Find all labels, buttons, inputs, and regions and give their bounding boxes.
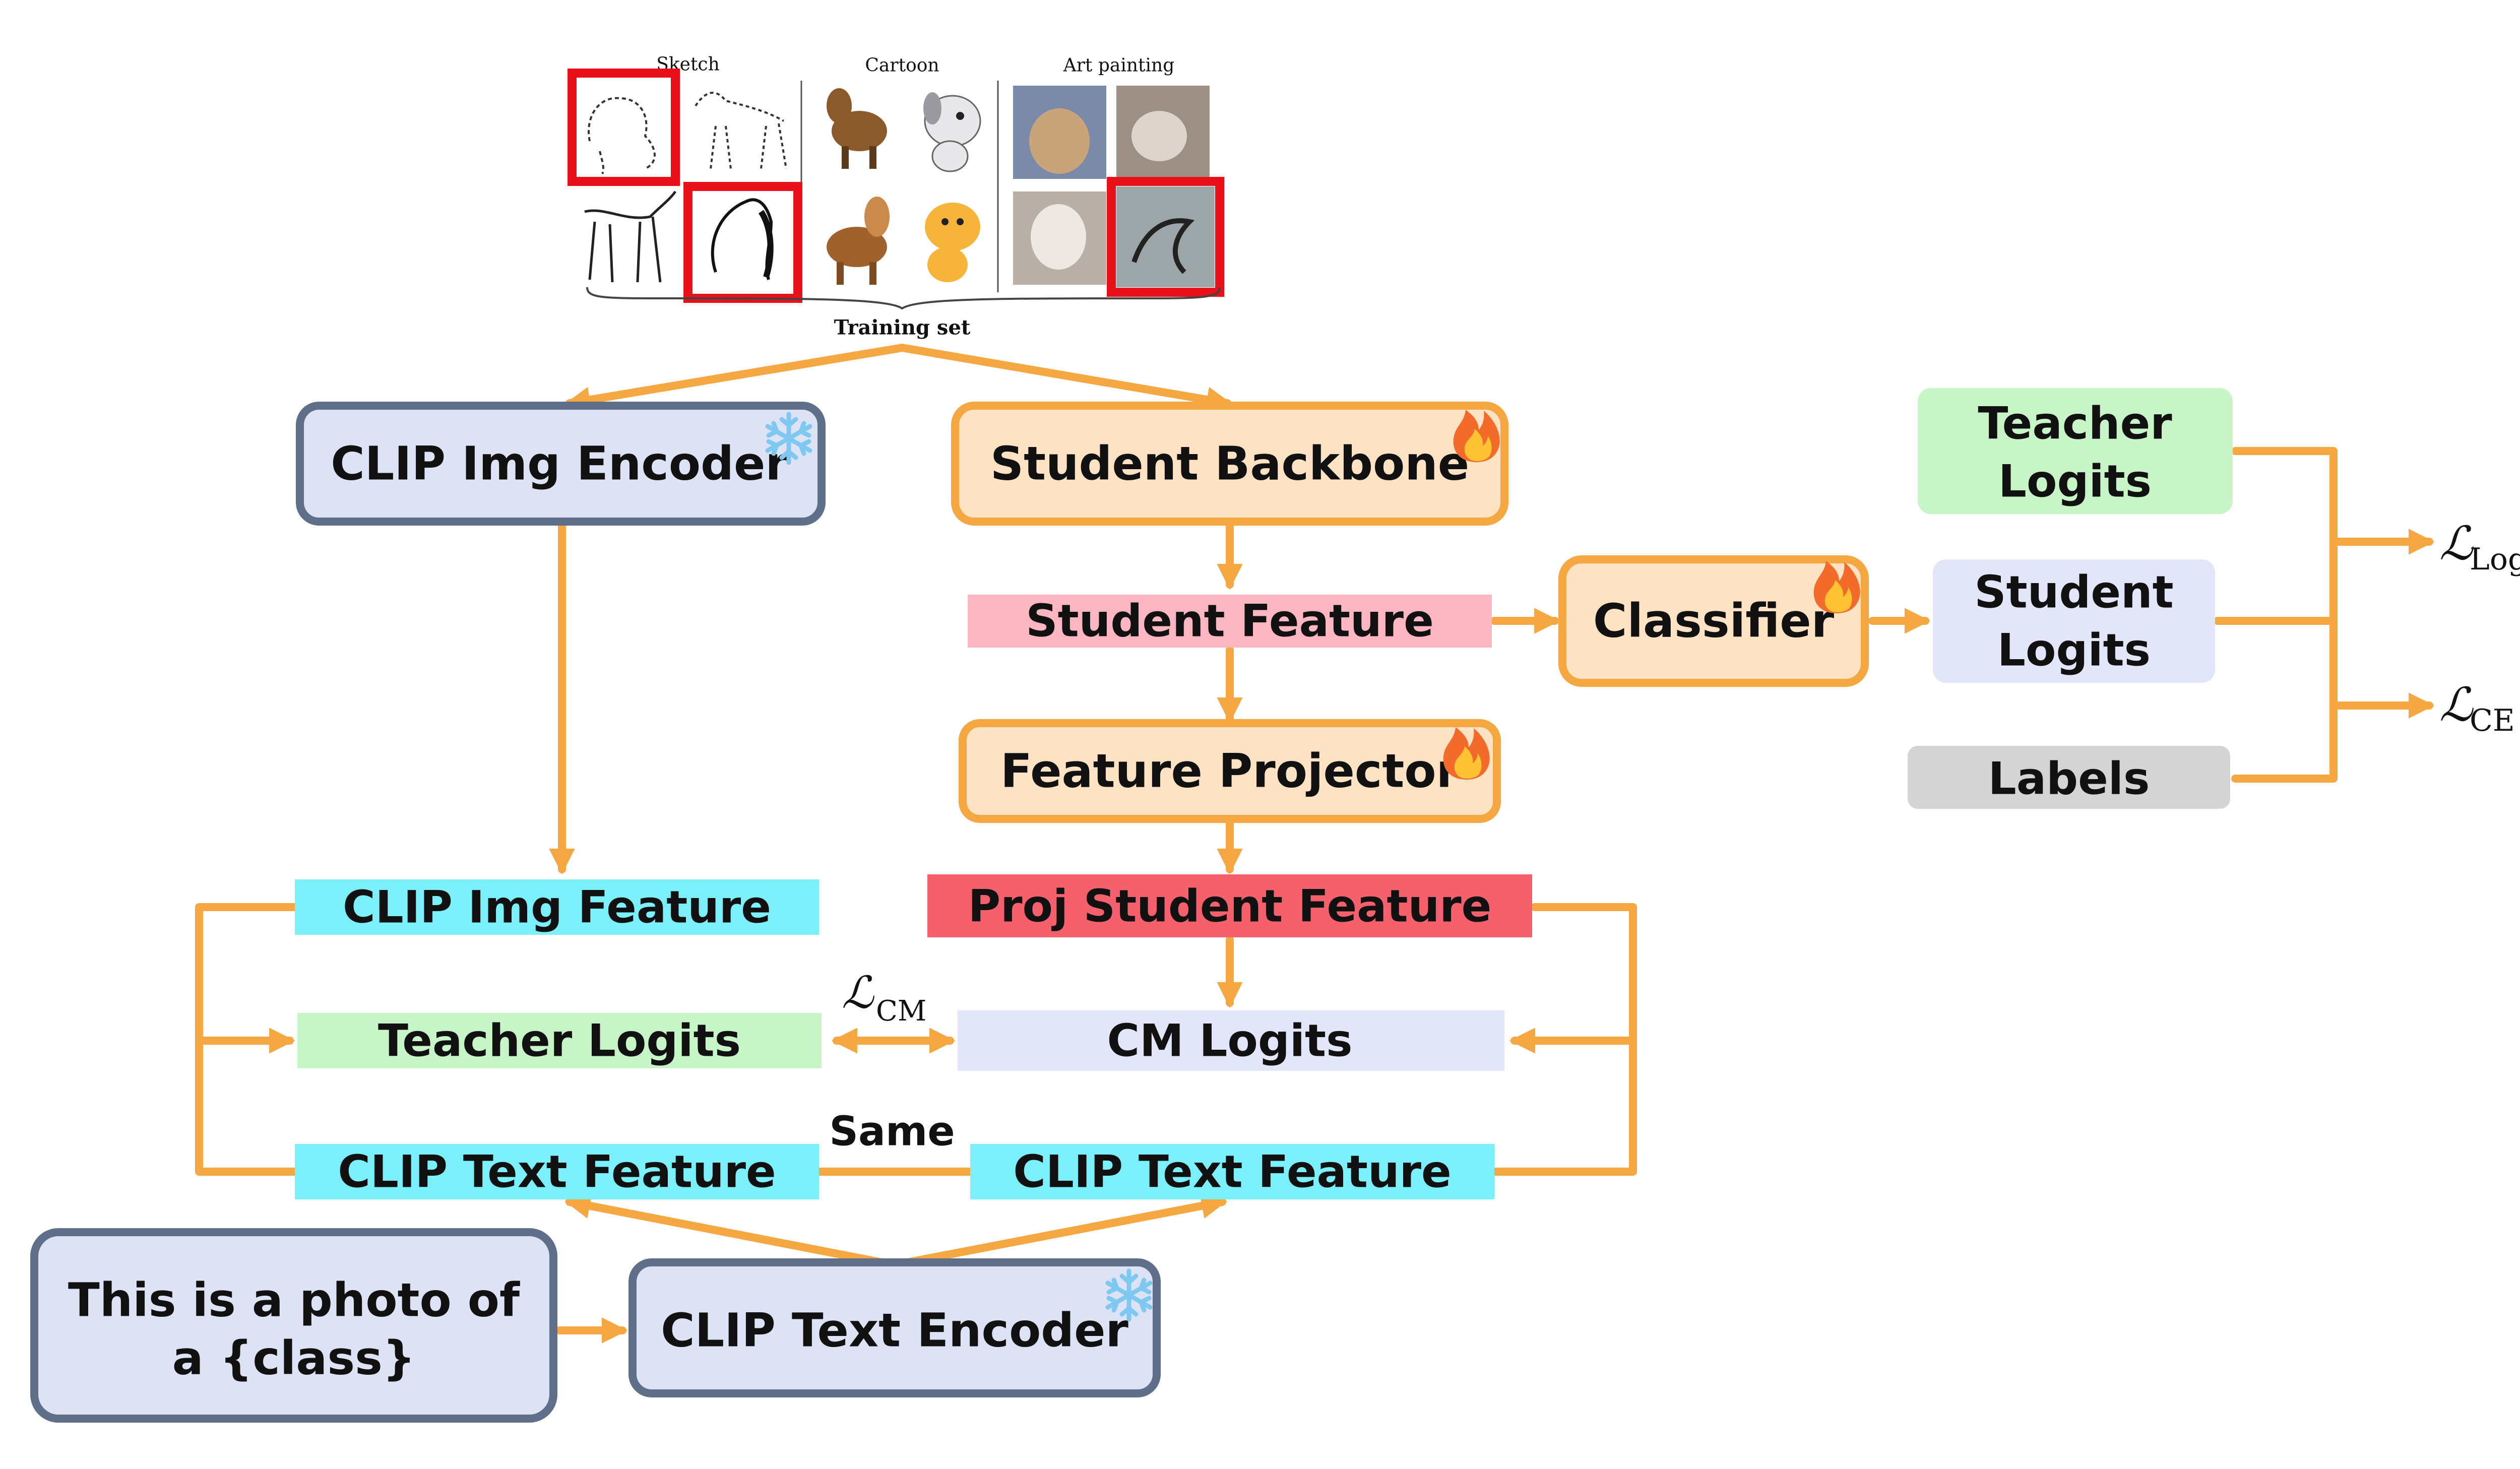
art-painting-header: Art painting [1063, 55, 1175, 76]
loss-ce-symbol: ℒ [2439, 678, 2474, 732]
classifier-label: Classifier [1593, 594, 1835, 648]
highlight-box-sketch-1 [568, 69, 680, 186]
loss-cm-subscript: CM [876, 995, 926, 1028]
feature-projector-box: Feature Projector [959, 719, 1501, 823]
student-logits-label-line2: Logits [1997, 624, 2151, 676]
teacher-logits-box: Teacher Logits [1918, 388, 2233, 514]
teacher-logits-label-line1: Teacher [1978, 398, 2172, 450]
sketch-dog-image [572, 73, 675, 181]
student-feature-box: Student Feature [968, 595, 1492, 648]
labels-box: Labels [1908, 746, 2230, 809]
student-feature-label: Student Feature [1026, 595, 1434, 647]
cm-logits-box: CM Logits [958, 1010, 1504, 1071]
clip-text-feature-left-label: CLIP Text Feature [338, 1146, 776, 1198]
prompt-box: This is a photo of a {class} [30, 1228, 557, 1423]
cartoon-dog-image [923, 92, 981, 172]
feature-projector-label: Feature Projector [1000, 744, 1460, 798]
same-label: Same [829, 1108, 955, 1155]
cartoon-horse-image [827, 88, 887, 169]
training-set-caption: Training set [834, 316, 971, 340]
student-backbone-box: Student Backbone [951, 402, 1508, 526]
clip-img-encoder-box: CLIP Img Encoder [296, 402, 826, 526]
clip-img-feature-box: CLIP Img Feature [295, 879, 819, 935]
loss-logits-symbol: ℒ [2439, 517, 2474, 570]
clip-text-feature-right-box: CLIP Text Feature [970, 1144, 1494, 1199]
teacher-logits-left-box: Teacher Logits [297, 1013, 822, 1068]
cartoon-puppy-image [925, 203, 980, 282]
sketch-horse-image [695, 92, 787, 169]
loss-logits-subscript: Logits [2470, 542, 2520, 577]
student-logits-box: Student Logits [1933, 559, 2215, 683]
teacher-logits-label-line2: Logits [1998, 456, 2152, 507]
labels-label: Labels [1988, 753, 2150, 805]
cartoon-donkey-image [827, 197, 890, 285]
highlight-box-art-painting [1107, 177, 1224, 297]
proj-student-feature-box: Proj Student Feature [927, 874, 1532, 937]
clip-img-feature-label: CLIP Img Feature [343, 881, 771, 933]
student-backbone-label: Student Backbone [990, 437, 1469, 491]
training-set-brace [586, 287, 1221, 310]
classifier-box: Classifier [1558, 555, 1869, 687]
loss-logits-label: ℒ Logits [2439, 517, 2520, 577]
student-logits-label-line1: Student [1974, 566, 2173, 618]
teacher-logits-left-label: Teacher Logits [378, 1015, 741, 1067]
loss-cm-symbol: ℒ [842, 967, 874, 1018]
sketch-horse-head-image [711, 198, 774, 280]
proj-student-feature-label: Proj Student Feature [968, 880, 1492, 932]
cm-logits-label: CM Logits [1107, 1015, 1353, 1067]
clip-text-encoder-label: CLIP Text Encoder [661, 1304, 1128, 1358]
training-set-panel: Sketch Cartoon Art painting [568, 54, 1224, 340]
clip-text-feature-right-label: CLIP Text Feature [1013, 1146, 1451, 1198]
clip-img-encoder-label: CLIP Img Encoder [331, 437, 788, 491]
connectors [195, 344, 2435, 1344]
cartoon-header: Cartoon [865, 55, 939, 76]
loss-ce-subscript: CE [2470, 703, 2515, 738]
clip-text-encoder-box: CLIP Text Encoder [628, 1258, 1161, 1397]
art-painting-4-image [1116, 186, 1215, 287]
clip-text-feature-left-box: CLIP Text Feature [295, 1144, 819, 1199]
loss-ce-label: ℒ CE [2439, 678, 2515, 738]
loss-cm-label: ℒ CM [842, 967, 926, 1028]
prompt-label-line1: This is a photo of [68, 1273, 520, 1327]
prompt-label-line2: a {class} [172, 1331, 416, 1385]
sketch-dog-2-image [584, 190, 677, 283]
